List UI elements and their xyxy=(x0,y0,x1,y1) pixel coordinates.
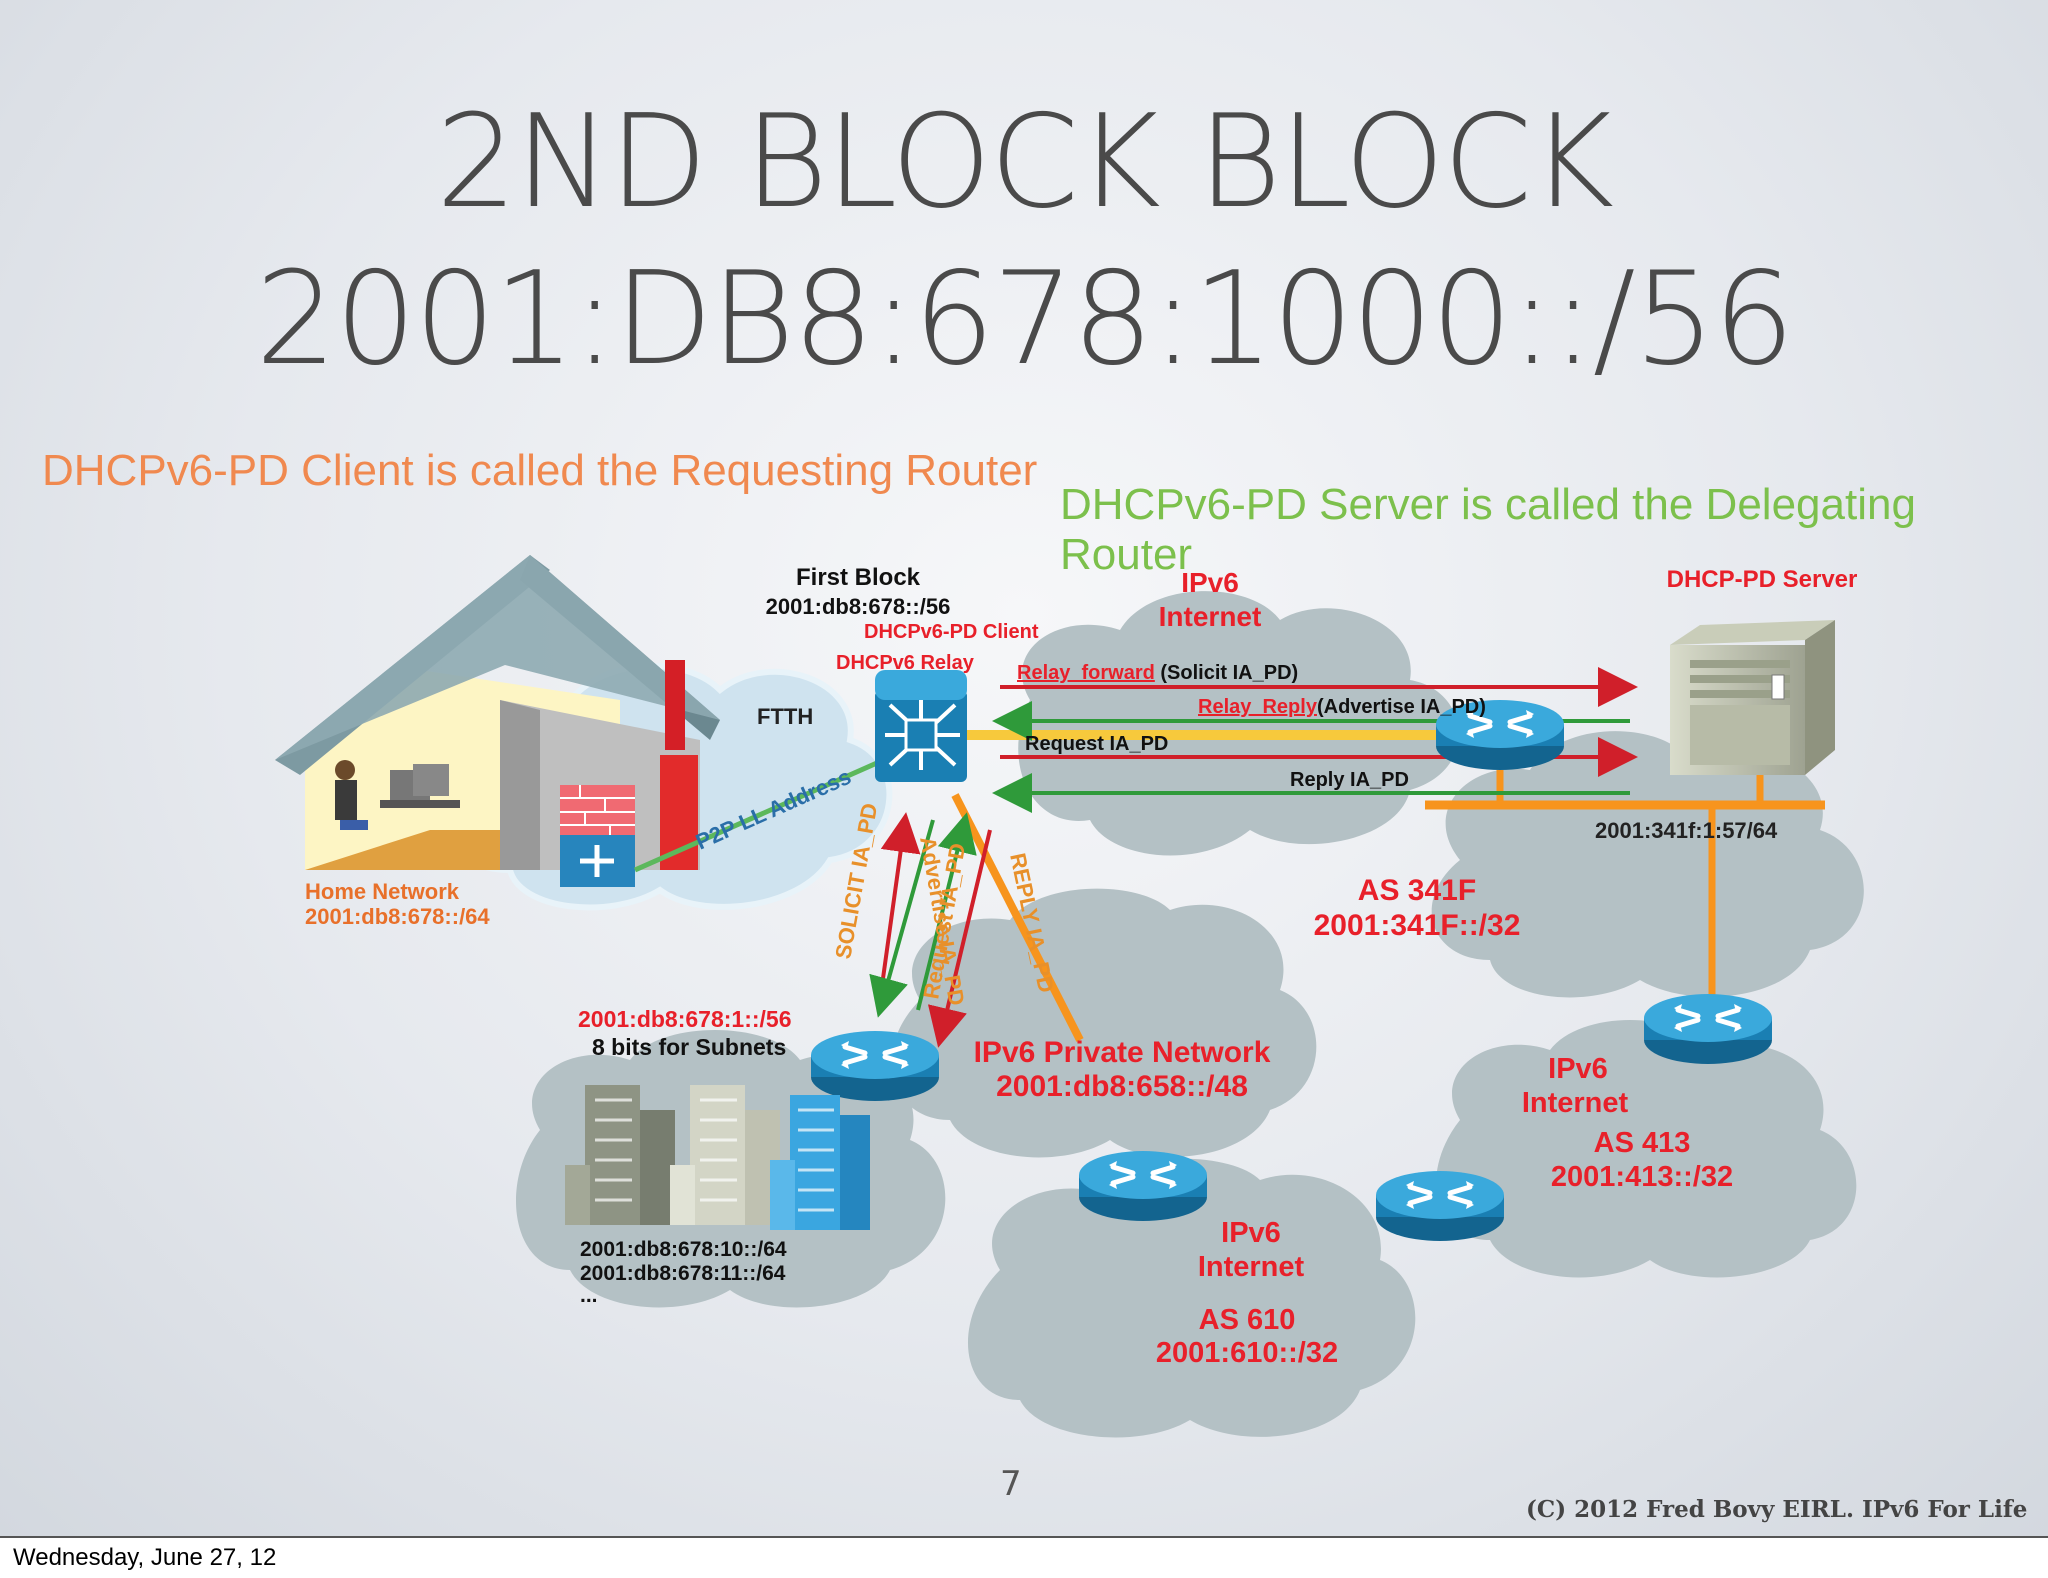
as413-prefix: 2001:413::/32 xyxy=(1551,1161,1733,1193)
dhcp-server-icon xyxy=(1670,620,1835,775)
building-subnet-1: 2001:db8:678:10::/64 xyxy=(580,1238,787,1261)
as341f-prefix: 2001:341F::/32 xyxy=(1314,909,1521,942)
as341f-cloud xyxy=(1431,731,1864,998)
subnet-prefix-label: 2001:db8:678:1::/56 xyxy=(578,1006,792,1032)
slide-title-line1: 2ND BLOCK BLOCK xyxy=(435,88,1614,237)
house-illustration xyxy=(275,555,720,887)
first-block-title: First Block xyxy=(796,564,921,591)
as610-internet-line1: IPv6 xyxy=(1221,1217,1281,1249)
p2p-link xyxy=(633,752,897,873)
as610-prefix: 2001:610::/32 xyxy=(1156,1337,1338,1369)
as610-internet-line2: Internet xyxy=(1198,1251,1305,1283)
slide-title-line2: 2001:DB8:678:1000::/56 xyxy=(255,245,1794,394)
dhcp-server-label: DHCP-PD Server xyxy=(1667,566,1858,593)
top-internet-line2: Internet xyxy=(1159,601,1262,632)
as341f-name: AS 341F xyxy=(1358,874,1476,907)
ftth-label: FTTH xyxy=(757,704,813,729)
home-network-title: Home Network xyxy=(305,879,460,904)
solicit-arrow xyxy=(878,812,921,1001)
request-vertical-arrow xyxy=(916,812,977,1011)
relay-forward-label: Relay_forward (Solicit IA_PD) xyxy=(1017,662,1298,684)
home-network-prefix: 2001:db8:678::/64 xyxy=(305,904,490,929)
slide: 2ND BLOCK BLOCK 2001:DB8:678:1000::/56 D… xyxy=(0,0,2048,1536)
relay-switch-icon xyxy=(875,670,967,782)
as610-name: AS 610 xyxy=(1199,1304,1296,1336)
subnet-bits-label: 8 bits for Subnets xyxy=(592,1034,786,1060)
relay-label: DHCPv6 Relay xyxy=(836,652,975,674)
request-label: Request IA_PD xyxy=(1025,733,1168,755)
buildings-illustration xyxy=(565,1085,870,1230)
footer-bar xyxy=(0,1536,2048,1578)
as610-as413-router-icon xyxy=(1376,1171,1504,1241)
building-subnet-2: 2001:db8:678:11::/64 xyxy=(580,1262,786,1285)
as610-router-icon xyxy=(1079,1151,1207,1221)
private-router-icon xyxy=(811,1031,939,1101)
client-subtitle: DHCPv6-PD Client is called the Requestin… xyxy=(42,446,1038,495)
copyright-notice: (C) 2012 Fred Bovy EIRL. IPv6 For Life xyxy=(1526,1496,2028,1523)
private-network-cloud xyxy=(891,888,1317,1158)
reply-vertical-arrow xyxy=(927,829,992,1048)
network-diagram: First Block 2001:db8:678::/56 DHCPv6-PD … xyxy=(275,555,1864,1438)
as413-cloud xyxy=(1436,1020,1857,1278)
server-subnet-label: 2001:341f:1:57/64 xyxy=(1595,818,1778,843)
private-network-prefix: 2001:db8:658::/48 xyxy=(996,1070,1248,1103)
as413-name: AS 413 xyxy=(1594,1127,1691,1159)
reply-label: Reply IA_PD xyxy=(1290,769,1409,791)
relay-reply-label: Relay_Reply(Advertise IA_PD) xyxy=(1198,696,1486,718)
private-network-name: IPv6 Private Network xyxy=(974,1036,1271,1069)
building-subnet-more: ... xyxy=(580,1284,598,1307)
server-subtitle: DHCPv6-PD Server is called the Delegatin… xyxy=(1060,480,1916,579)
client-label: DHCPv6-PD Client xyxy=(864,621,1039,643)
as413-internet-line2: Internet xyxy=(1522,1087,1629,1119)
page-number: 7 xyxy=(1000,1464,1022,1504)
top-internet-line1: IPv6 xyxy=(1181,567,1239,598)
first-block-prefix: 2001:db8:678::/56 xyxy=(766,594,951,619)
as413-internet-line1: IPv6 xyxy=(1548,1053,1608,1085)
advertise-arrow xyxy=(869,819,935,1018)
as413-router-icon xyxy=(1644,994,1772,1064)
footer-date: Wednesday, June 27, 12 xyxy=(13,1544,277,1571)
internet-cloud-top xyxy=(1018,591,1459,856)
as610-cloud xyxy=(967,1158,1416,1438)
